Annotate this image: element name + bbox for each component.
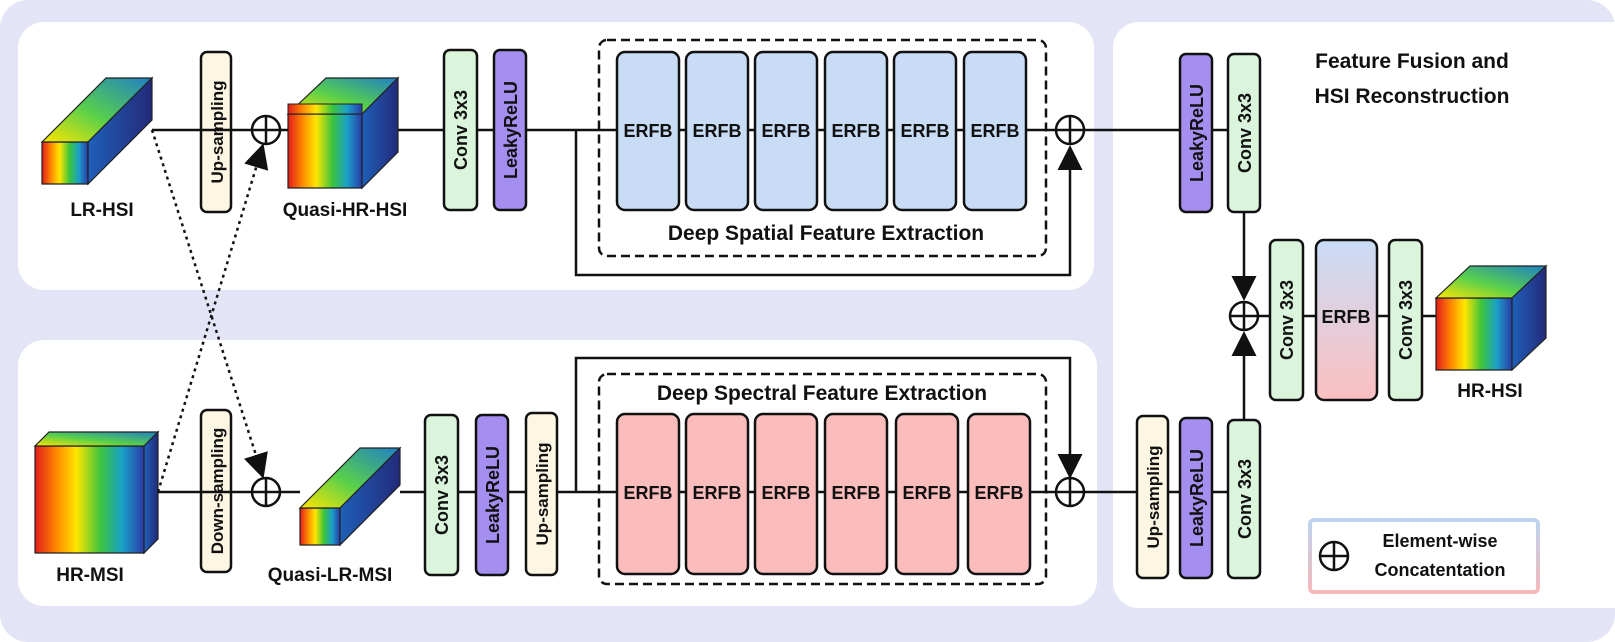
erfb-label: ERFB <box>901 121 950 141</box>
conv-block-recon-2 <box>1387 238 1424 402</box>
leakyrelu-label-fusion-top: LeakyReLU <box>1187 84 1207 182</box>
erfb-label: ERFB <box>693 121 742 141</box>
spatial-extraction-title: Deep Spatial Feature Extraction <box>668 222 984 245</box>
erfb-block-spectral-1 <box>615 412 681 576</box>
quasi-lr-msi-label: Quasi-LR-MSI <box>268 565 393 586</box>
fusion-title-line1: Feature Fusion and <box>1315 50 1509 73</box>
erfb-block-spatial-4 <box>823 50 889 212</box>
spectral-extraction-box <box>597 372 1048 586</box>
erfb-label: ERFB <box>832 483 881 503</box>
legend-line1: Element-wise <box>1382 531 1497 551</box>
upsampling-label-top: Up-sampling <box>208 81 227 184</box>
erfb-block-spectral-6 <box>966 412 1032 576</box>
spectral-erfb-group: ERFB ERFB ERFB ERFB ERFB ERFB <box>615 412 1032 576</box>
concat-icon-top-1 <box>250 114 282 146</box>
erfb-label: ERFB <box>693 483 742 503</box>
leakyrelu-block-fusion-bottom <box>1178 416 1214 580</box>
element-wise-concatenation-icon <box>1318 540 1350 572</box>
concat-icon-bottom-1 <box>250 476 282 508</box>
spatial-erfb-group: ERFB ERFB ERFB ERFB ERFB ERFB <box>615 50 1028 212</box>
spectral-extraction-title: Deep Spectral Feature Extraction <box>657 382 987 405</box>
lr-hsi-cube-icon <box>40 76 154 186</box>
erfb-label-fusion: ERFB <box>1322 307 1371 327</box>
hr-hsi-cube-icon <box>1434 264 1548 372</box>
erfb-block-spatial-2 <box>684 50 750 212</box>
erfb-block-spectral-2 <box>684 412 750 576</box>
conv-block-recon-1 <box>1268 238 1305 402</box>
leakyrelu-label-top: LeakyReLU <box>501 81 521 179</box>
erfb-block-spatial-1 <box>615 50 681 212</box>
erfb-label: ERFB <box>903 483 952 503</box>
conv-label-fusion-bottom: Conv 3x3 <box>1235 459 1255 539</box>
erfb-label: ERFB <box>762 483 811 503</box>
spatial-extraction-box <box>597 38 1048 258</box>
erfb-block-fusion <box>1314 238 1379 402</box>
erfb-label: ERFB <box>975 483 1024 503</box>
upsampling-block-bottom <box>524 411 559 577</box>
conv-label-recon-1: Conv 3x3 <box>1277 280 1297 360</box>
hr-msi-cube-icon <box>33 430 160 555</box>
leakyrelu-block-fusion-top <box>1178 52 1214 214</box>
erfb-block-spatial-6 <box>962 50 1028 212</box>
erfb-label: ERFB <box>832 121 881 141</box>
leakyrelu-label-fusion-bottom: LeakyReLU <box>1187 449 1207 547</box>
erfb-block-spectral-4 <box>823 412 889 576</box>
upsampling-label-fusion: Up-sampling <box>1144 446 1163 549</box>
upsampling-block-top <box>199 50 233 214</box>
quasi-hr-hsi-cube-icon <box>286 76 400 190</box>
concat-icon-top-2 <box>1054 114 1086 146</box>
erfb-label: ERFB <box>762 121 811 141</box>
fusion-title-line2: HSI Reconstruction <box>1315 85 1510 108</box>
quasi-lr-msi-cube-icon <box>298 446 402 547</box>
erfb-label: ERFB <box>624 121 673 141</box>
erfb-block-spectral-3 <box>753 412 819 576</box>
upsampling-block-fusion <box>1135 414 1170 580</box>
conv-label-fusion-top: Conv 3x3 <box>1235 93 1255 173</box>
erfb-block-spectral-5 <box>894 412 960 576</box>
hr-hsi-label: HR-HSI <box>1457 381 1522 402</box>
concat-icon-bottom-2 <box>1054 476 1086 508</box>
legend: Element-wise Concatentation <box>1308 518 1540 594</box>
quasi-hr-hsi-label: Quasi-HR-HSI <box>283 200 408 221</box>
legend-line2: Concatentation <box>1374 560 1505 580</box>
conv-label-recon-2: Conv 3x3 <box>1396 280 1416 360</box>
conv-label-bottom: Conv 3x3 <box>432 455 452 535</box>
erfb-label: ERFB <box>971 121 1020 141</box>
erfb-label: ERFB <box>624 483 673 503</box>
leakyrelu-block-bottom <box>474 413 510 577</box>
conv-block-bottom <box>423 413 460 577</box>
erfb-block-spatial-3 <box>753 50 819 212</box>
upsampling-label-bottom: Up-sampling <box>533 443 552 546</box>
concat-icon-fusion <box>1228 300 1260 332</box>
hr-msi-label: HR-MSI <box>56 565 124 586</box>
erfb-block-spatial-5 <box>892 50 958 212</box>
lr-hsi-label: LR-HSI <box>70 200 133 221</box>
leakyrelu-label-bottom: LeakyReLU <box>483 446 503 544</box>
conv-label-top: Conv 3x3 <box>451 90 471 170</box>
